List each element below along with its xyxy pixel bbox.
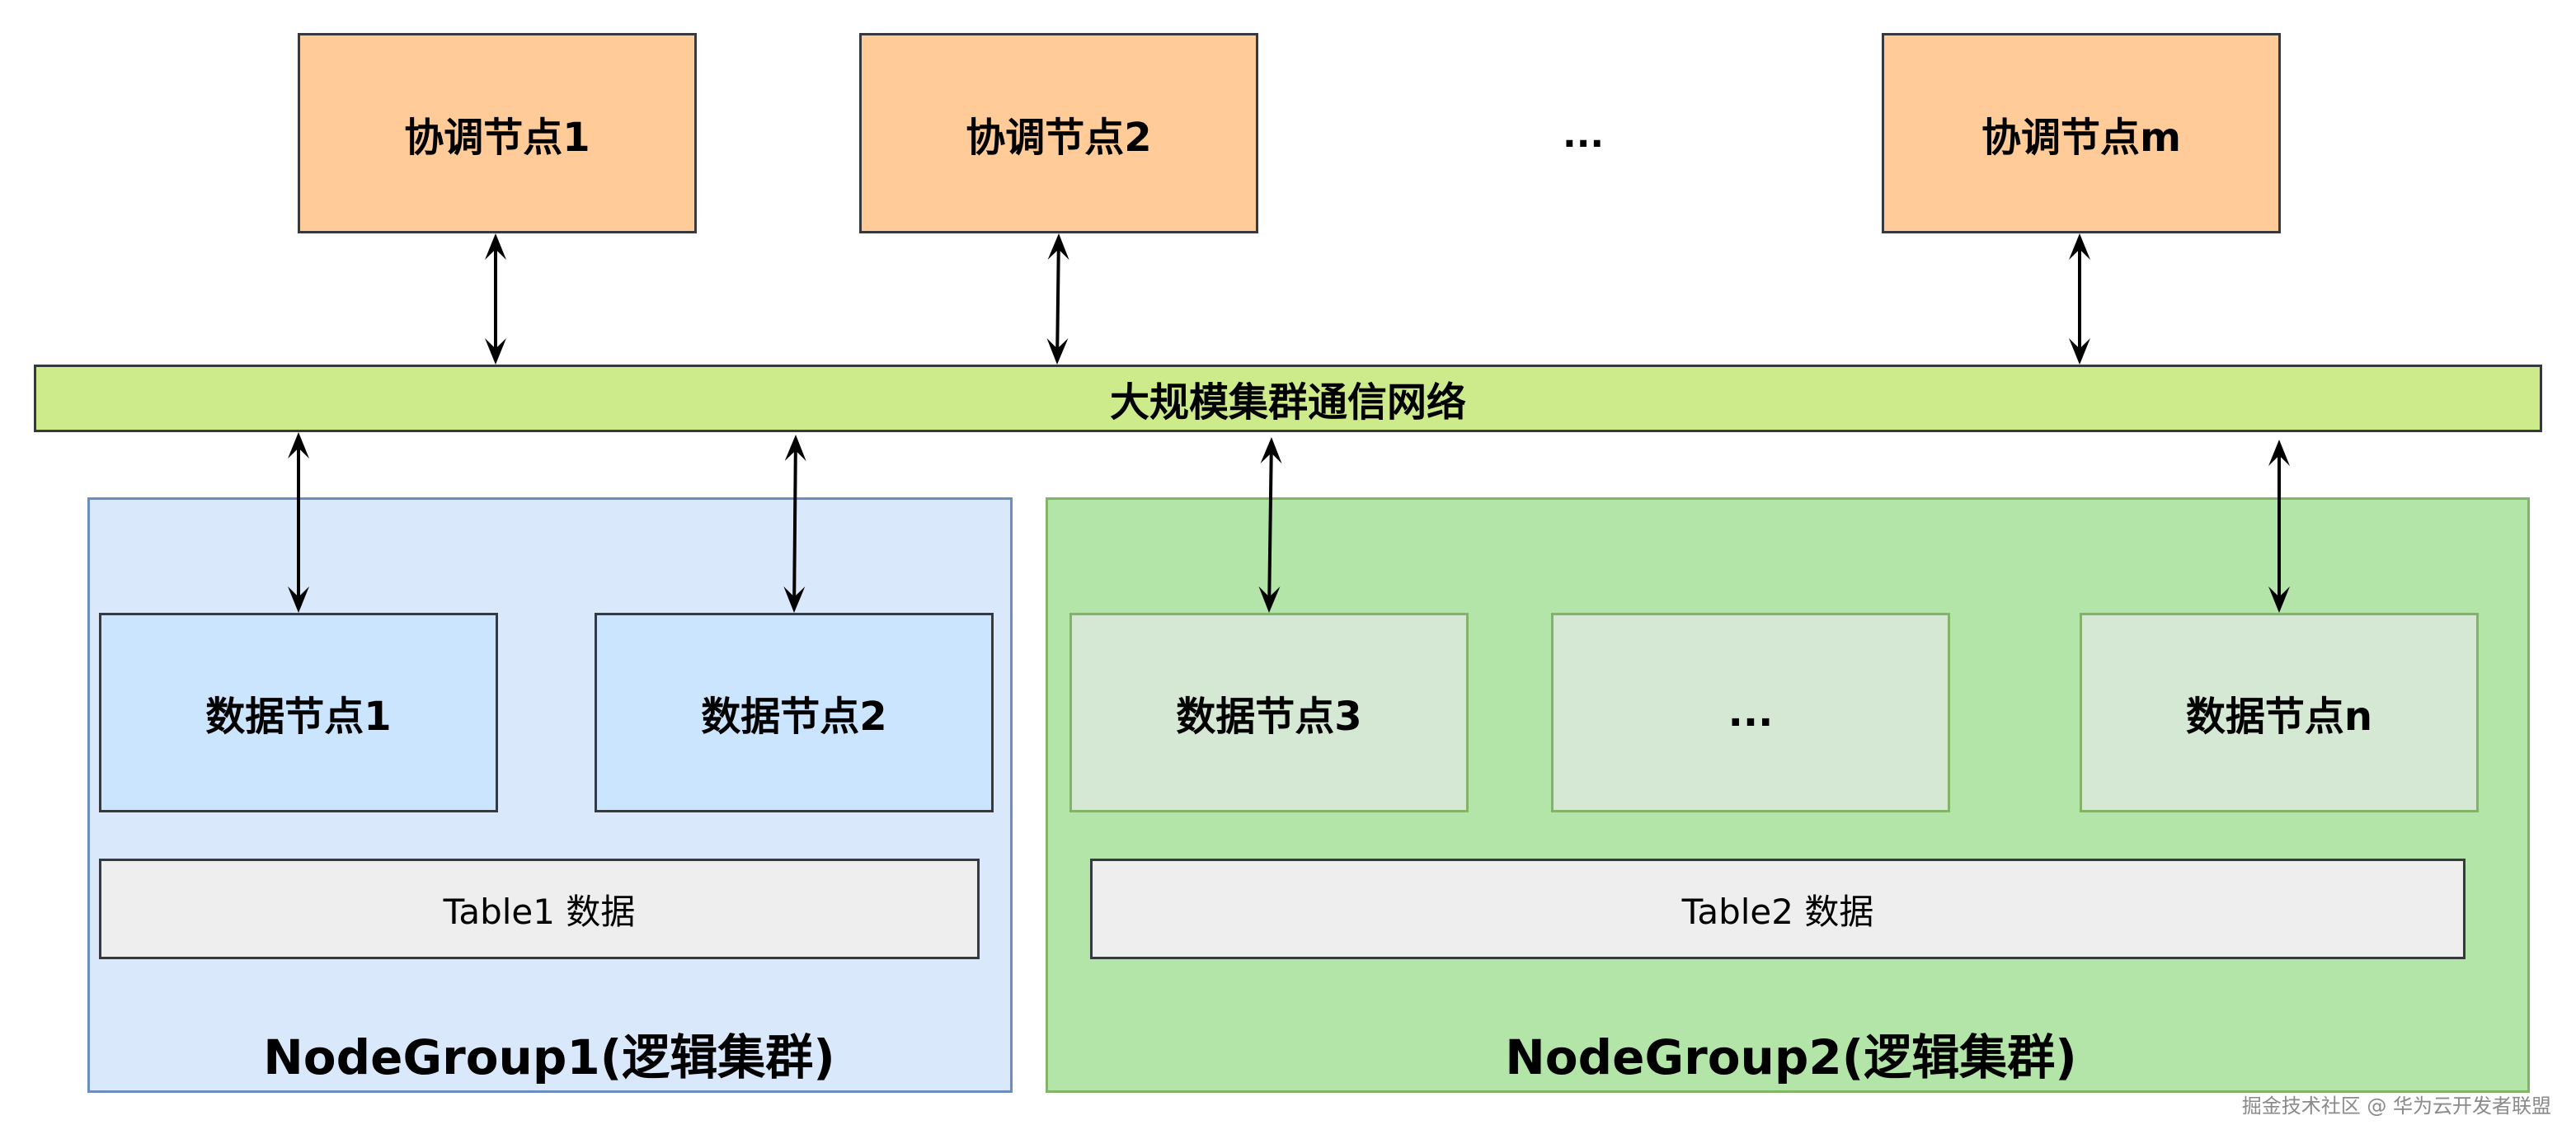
arrow-network-data-node-n-head-start: [2268, 440, 2290, 466]
data-node-ellipsis-label: ...: [1728, 690, 1774, 736]
arrow-coordinator-1-network-head-end: [485, 338, 506, 365]
data-node-n-label: 数据节点n: [2185, 694, 2373, 740]
data-node-ellipsis: ...: [1551, 613, 1950, 812]
arrow-network-data-node-1-head-start: [288, 432, 309, 459]
table2-data: Table2 数据: [1090, 859, 2466, 959]
arrow-coordinator-m-network-head-start: [2069, 233, 2090, 260]
data-node-1: 数据节点1: [99, 613, 498, 812]
watermark: 掘金技术社区 @ 华为云开发者联盟: [2241, 1094, 2551, 1118]
arrow-coordinator-m-network-head-end: [2069, 338, 2090, 365]
table2-data-label: Table2 数据: [1681, 891, 1874, 932]
coordinator-node-1-label: 协调节点1: [404, 114, 590, 161]
nodegroup1-label: NodeGroup1(逻辑集群): [263, 1029, 835, 1085]
coordinator-node-2: 协调节点2: [859, 33, 1258, 233]
cluster-network-bus: 大规模集群通信网络: [34, 365, 2542, 432]
arrow-network-data-node-3-head-start: [1260, 437, 1282, 464]
coordinator-node-1: 协调节点1: [298, 33, 697, 233]
coordinator-node-m-label: 协调节点m: [1981, 114, 2182, 161]
table1-data: Table1 数据: [99, 859, 980, 959]
data-node-3: 数据节点3: [1069, 613, 1469, 812]
data-node-1-label: 数据节点1: [205, 694, 392, 740]
arrow-coordinator-2-network-head-start: [1047, 233, 1069, 261]
data-node-2: 数据节点2: [595, 613, 994, 812]
coordinator-ellipsis: ...: [1563, 114, 1605, 156]
arrow-coordinator-1-network-head-start: [485, 233, 506, 260]
coordinator-node-2-label: 协调节点2: [966, 114, 1152, 161]
data-node-n: 数据节点n: [2080, 613, 2479, 812]
table1-data-label: Table1 数据: [443, 891, 636, 932]
cluster-network-label: 大规模集群通信网络: [1109, 379, 1466, 426]
data-node-2-label: 数据节点2: [701, 694, 887, 740]
coordinator-node-m: 协调节点m: [1882, 33, 2281, 233]
data-node-3-label: 数据节点3: [1176, 694, 1362, 740]
arrow-network-data-node-2-head-start: [784, 435, 806, 462]
arrow-coordinator-2-network-line: [1055, 249, 1060, 349]
nodegroup2-label: NodeGroup2(逻辑集群): [1505, 1029, 2077, 1085]
arrow-coordinator-2-network-head-end: [1046, 337, 1069, 365]
